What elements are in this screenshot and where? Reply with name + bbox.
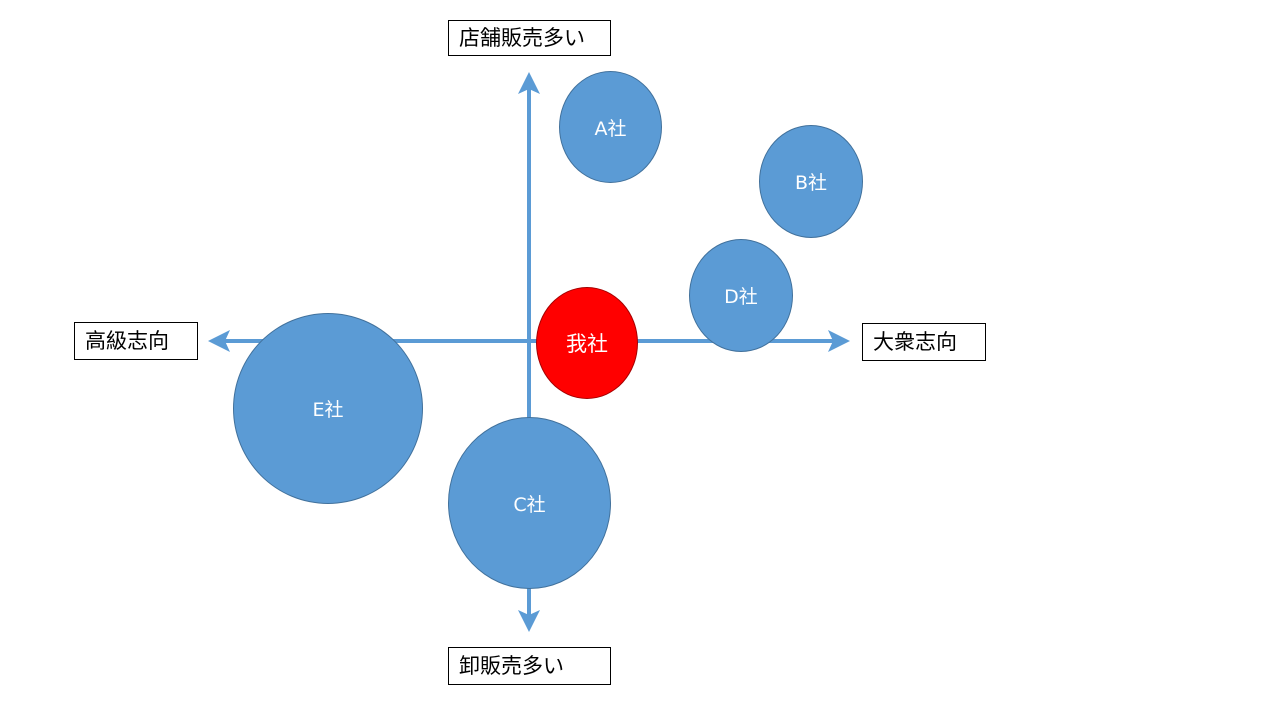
axis-label-left: 高級志向 bbox=[74, 322, 198, 360]
company-bubble-a: A社 bbox=[559, 71, 662, 183]
axis-label-top: 店舗販売多い bbox=[448, 20, 611, 56]
arrow-down-icon bbox=[518, 610, 540, 632]
axis-label-bottom: 卸販売多い bbox=[448, 647, 611, 685]
arrow-right-icon bbox=[828, 330, 850, 352]
company-bubble-e: E社 bbox=[233, 313, 423, 504]
arrow-left-icon bbox=[208, 330, 230, 352]
axis-label-right: 大衆志向 bbox=[862, 323, 986, 361]
company-bubble-d: D社 bbox=[689, 239, 793, 352]
company-bubble-own: 我社 bbox=[536, 287, 638, 399]
arrow-up-icon bbox=[518, 72, 540, 94]
company-bubble-b: B社 bbox=[759, 125, 863, 238]
company-bubble-c: C社 bbox=[448, 417, 611, 589]
